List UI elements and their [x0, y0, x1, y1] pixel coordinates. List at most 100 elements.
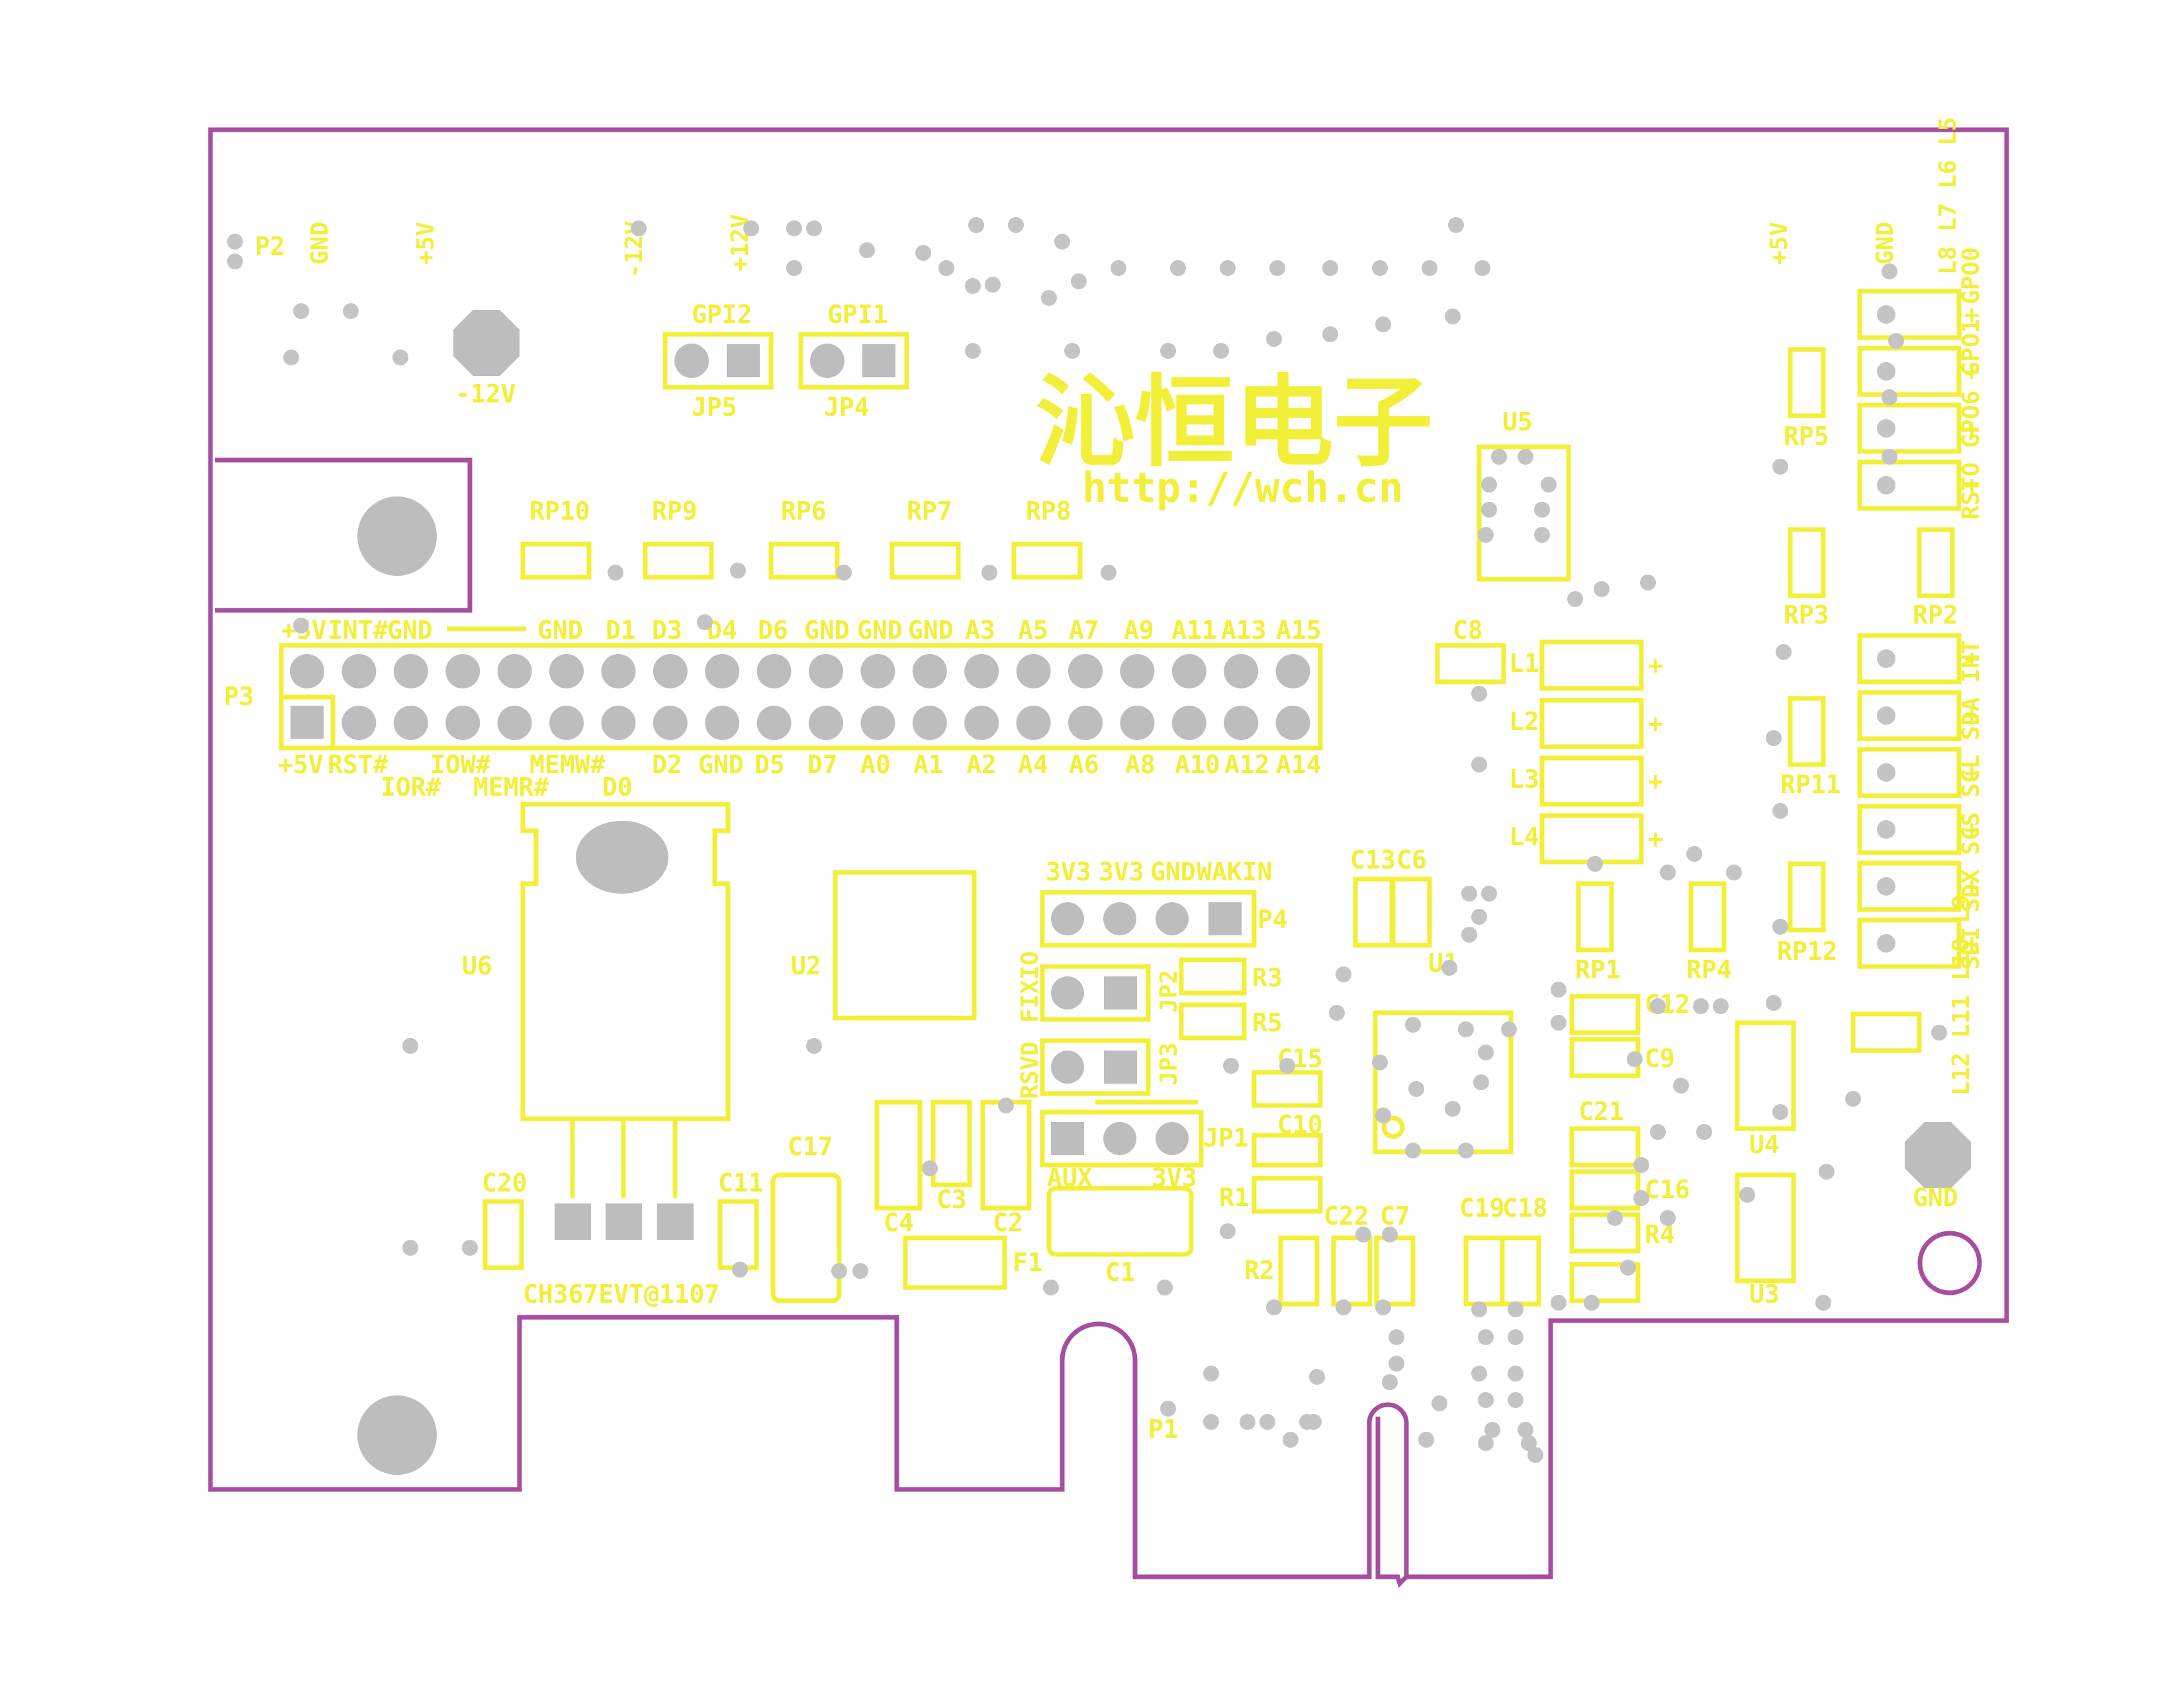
l4-outline [1539, 813, 1644, 865]
via [1587, 856, 1603, 872]
p3-pin [860, 654, 895, 688]
via [1220, 260, 1236, 276]
via [1375, 316, 1391, 332]
via [1101, 565, 1116, 581]
rp12-outline [1788, 861, 1826, 933]
p3-pin [1068, 706, 1103, 740]
right-led-plus: + [1964, 471, 1979, 500]
via [806, 220, 822, 236]
via [1650, 998, 1666, 1014]
p4-label-wakin: WAKIN [1197, 857, 1272, 886]
label-jp1: JP1 [1203, 1123, 1249, 1152]
test-point-neg12v [453, 310, 520, 376]
via [1478, 1392, 1494, 1408]
jp1-pin2 [1103, 1122, 1136, 1155]
via [965, 343, 981, 359]
via [1418, 1432, 1434, 1448]
via [1527, 1447, 1543, 1463]
c8-outline [1435, 643, 1506, 684]
via [1481, 886, 1497, 902]
via [732, 1262, 748, 1278]
right-led-plus: + [1964, 815, 1979, 844]
p4-pin4 [1208, 902, 1242, 935]
via [293, 618, 309, 633]
via [1408, 1081, 1424, 1097]
via [1445, 1101, 1461, 1117]
label-l2: L2 [1509, 707, 1539, 736]
via [1432, 1395, 1447, 1411]
via [1660, 865, 1676, 880]
label-rp1: RP1 [1575, 955, 1621, 984]
test-point-gnd [1905, 1122, 1971, 1188]
p3-pin [653, 654, 688, 688]
via [1541, 477, 1557, 492]
p4-pin3 [1156, 902, 1189, 935]
c12-outline [1569, 1126, 1641, 1168]
c10-outline [1251, 1133, 1323, 1168]
label-l9-l12: L12 L11 L10 L9 [1948, 895, 1975, 1096]
board-edge-path [208, 127, 2009, 1579]
via [1157, 1280, 1173, 1295]
via [1471, 909, 1487, 925]
via [1518, 449, 1533, 465]
label-c14: C13 [1350, 845, 1396, 874]
label-l1: L1 [1509, 649, 1539, 678]
label-c2: C2 [993, 1208, 1023, 1237]
p3-pins [290, 654, 1310, 740]
via [1111, 260, 1126, 276]
label-gnd-tp: GND [1913, 1183, 1958, 1212]
via [1686, 846, 1702, 862]
via [227, 254, 243, 269]
right-led-outline [1857, 633, 1962, 684]
via [1461, 886, 1477, 902]
rp9-outline [643, 541, 714, 580]
p3-pin [341, 706, 377, 740]
via [1473, 1074, 1489, 1090]
p4-label-3v3-a: 3V3 [1046, 857, 1091, 886]
rp6-outline [768, 541, 840, 580]
p4-designator: P4 [1257, 905, 1288, 934]
via [1329, 1005, 1345, 1021]
l1-plus: + [1648, 651, 1663, 680]
via [631, 220, 647, 236]
leds-left: L1 + L2 + L3 + L4 + [1509, 639, 1663, 865]
label-rp2: RP2 [1913, 600, 1958, 630]
via [1766, 730, 1782, 746]
p3-pin [341, 654, 377, 688]
jp1-outline [1040, 1109, 1204, 1168]
via [1508, 1329, 1524, 1345]
p3-pin [497, 706, 532, 740]
via [1223, 1058, 1239, 1074]
via [293, 303, 309, 319]
via [1309, 1369, 1325, 1385]
p3-pin [445, 654, 480, 688]
via [1567, 591, 1583, 607]
p3-pin [393, 654, 428, 688]
p3-pin [601, 706, 636, 740]
via [965, 278, 981, 294]
rp10-outline [520, 541, 592, 580]
via [343, 303, 359, 319]
p3-pin [549, 654, 584, 688]
via [1481, 477, 1497, 492]
p3-top-label: A3 [965, 616, 995, 645]
c7-outline [1374, 1235, 1416, 1307]
label-c22: C22 [1324, 1201, 1369, 1231]
via [730, 563, 746, 579]
via [1064, 343, 1080, 359]
via [402, 1240, 418, 1256]
p3-bottom-label: A1 [913, 750, 944, 779]
jp4-outline [798, 332, 909, 390]
via [1266, 1299, 1282, 1315]
via [1739, 1187, 1755, 1203]
via [1448, 217, 1464, 233]
label-l5-l8: L8 L7 L6 L5 [1934, 117, 1962, 275]
p3-pin [1275, 654, 1310, 688]
right-led-column: ++++++++++ [1857, 289, 1979, 969]
label-rp11: RP11 [1780, 770, 1841, 799]
p3-top-label: D1 [606, 616, 636, 645]
right-led-plus: + [1964, 644, 1979, 673]
via [1382, 1227, 1398, 1243]
p3-bottom-label: A6 [1069, 750, 1099, 779]
